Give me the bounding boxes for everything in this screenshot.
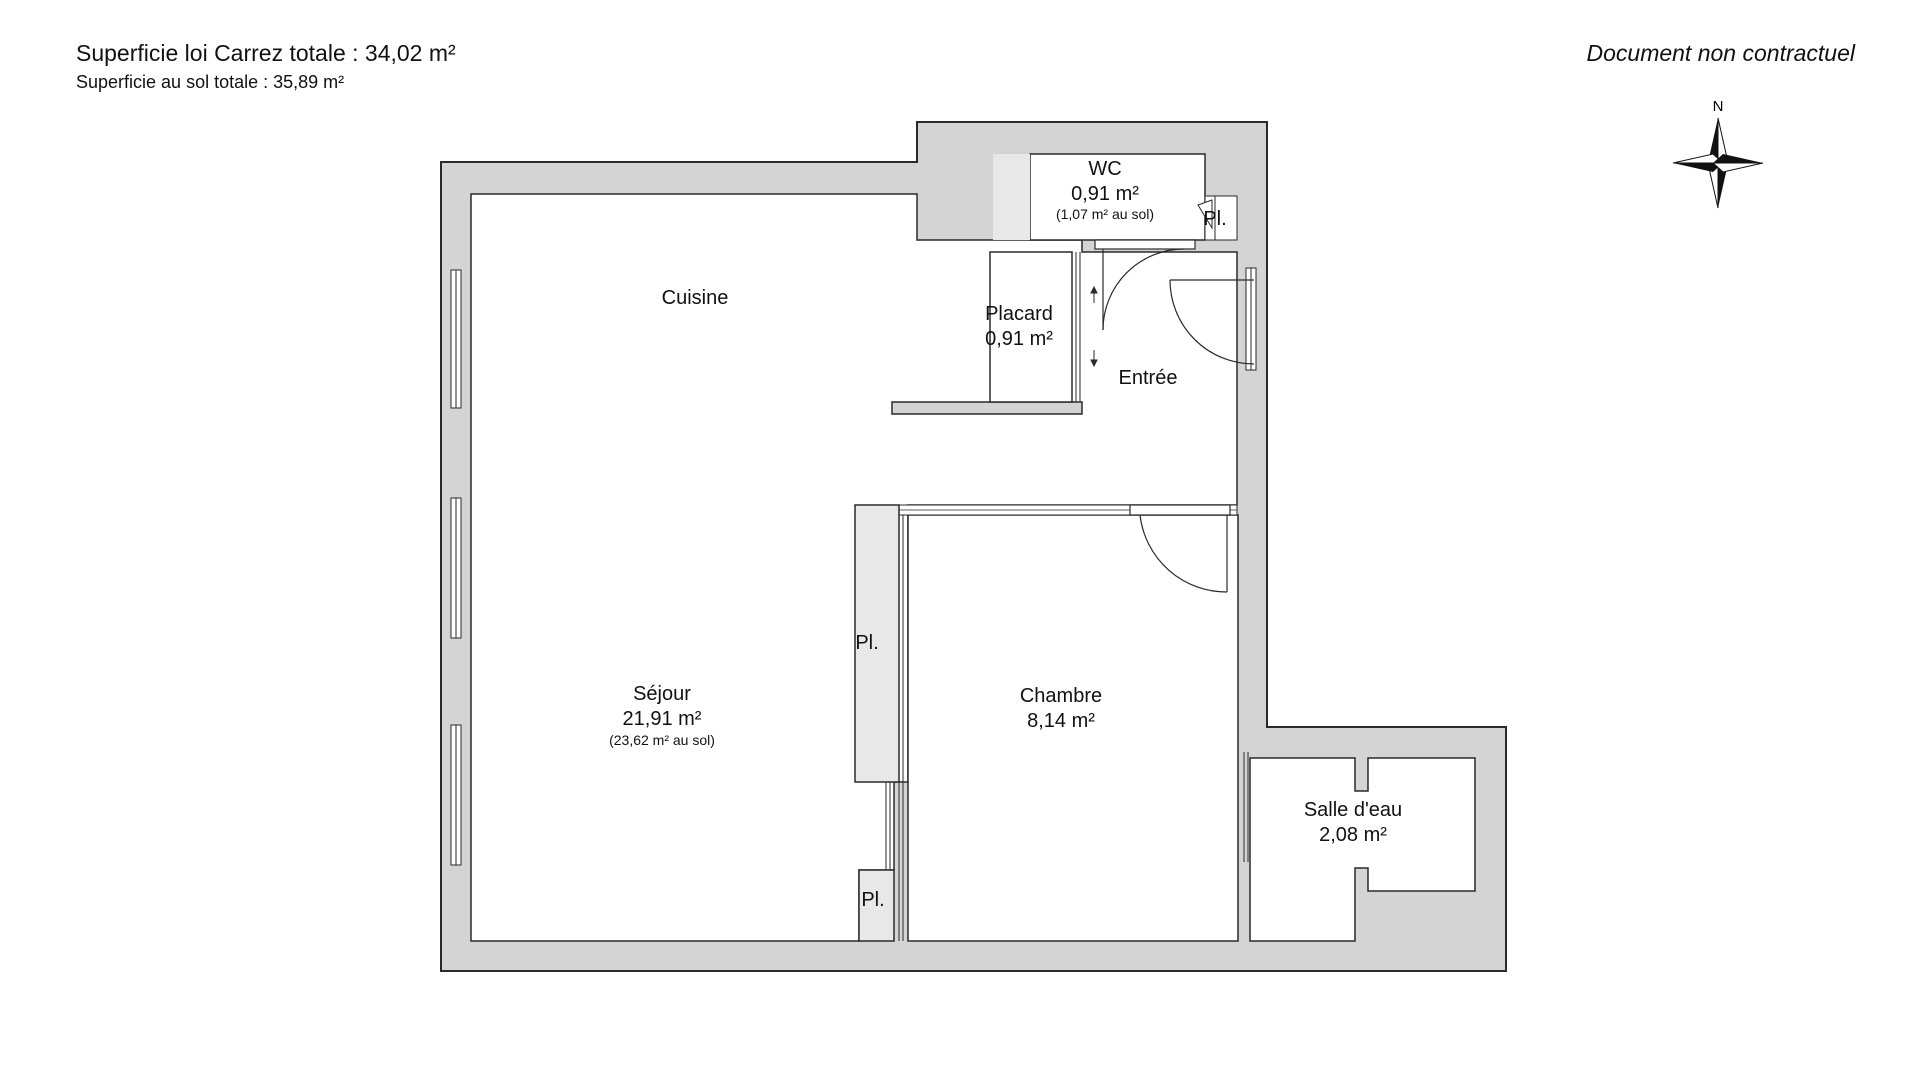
door-entry — [1169, 279, 1255, 365]
wc-shaft — [993, 154, 1030, 240]
window-west-1 — [450, 269, 462, 409]
chambre-area: 8,14 m² — [1027, 710, 1095, 732]
window-west-3 — [450, 724, 462, 866]
salle-eau-area: 2,08 m² — [1319, 824, 1387, 846]
compass-north-label: N — [1713, 98, 1724, 115]
sejour-closet-small — [858, 869, 895, 942]
wc-floor-area: (1,07 m² au sol) — [1056, 206, 1154, 222]
floor-area-label: Superficie au sol totale : — [76, 72, 269, 92]
pl-wc-label: Pl. — [1203, 208, 1226, 230]
placard-room — [989, 251, 1073, 403]
floor-area-header: Superficie au sol totale : 35,89 m² — [76, 72, 344, 93]
salle-eau-room — [1249, 757, 1476, 942]
cuisine-label: Cuisine — [662, 287, 729, 309]
placard-arrows — [1090, 285, 1098, 368]
compass-rose-icon — [1672, 117, 1764, 209]
window-east — [1245, 267, 1257, 371]
floor-area-value: 35,89 m² — [273, 72, 345, 92]
placard-label: Placard — [985, 303, 1053, 325]
sejour-area: 21,91 m² — [623, 708, 702, 730]
door-chambre — [1129, 504, 1231, 593]
pl-sejour-2-label: Pl. — [861, 889, 884, 911]
sejour-closet — [854, 504, 900, 783]
kitchen-partition — [891, 401, 1083, 415]
carrez-area-header: Superficie loi Carrez totale : 34,02 m² — [76, 40, 456, 67]
pl-sejour-1-label: Pl. — [855, 632, 878, 654]
carrez-value: 34,02 m² — [364, 40, 456, 66]
wc-area: 0,91 m² — [1071, 183, 1139, 205]
disclaimer-text: Document non contractuel — [1586, 40, 1856, 66]
carrez-label: Superficie loi Carrez totale : — [76, 40, 359, 66]
chambre-room — [907, 514, 1239, 942]
sejour-floor-area: (23,62 m² au sol) — [609, 732, 715, 748]
placard-area: 0,91 m² — [985, 328, 1053, 350]
door-wc — [1094, 239, 1196, 331]
entree-label: Entrée — [1119, 367, 1178, 389]
chambre-label: Chambre — [1020, 685, 1102, 707]
sejour-label: Séjour — [633, 683, 691, 705]
salle-eau-label: Salle d'eau — [1304, 799, 1402, 821]
wc-label: WC — [1088, 158, 1121, 180]
window-west-2 — [450, 497, 462, 639]
